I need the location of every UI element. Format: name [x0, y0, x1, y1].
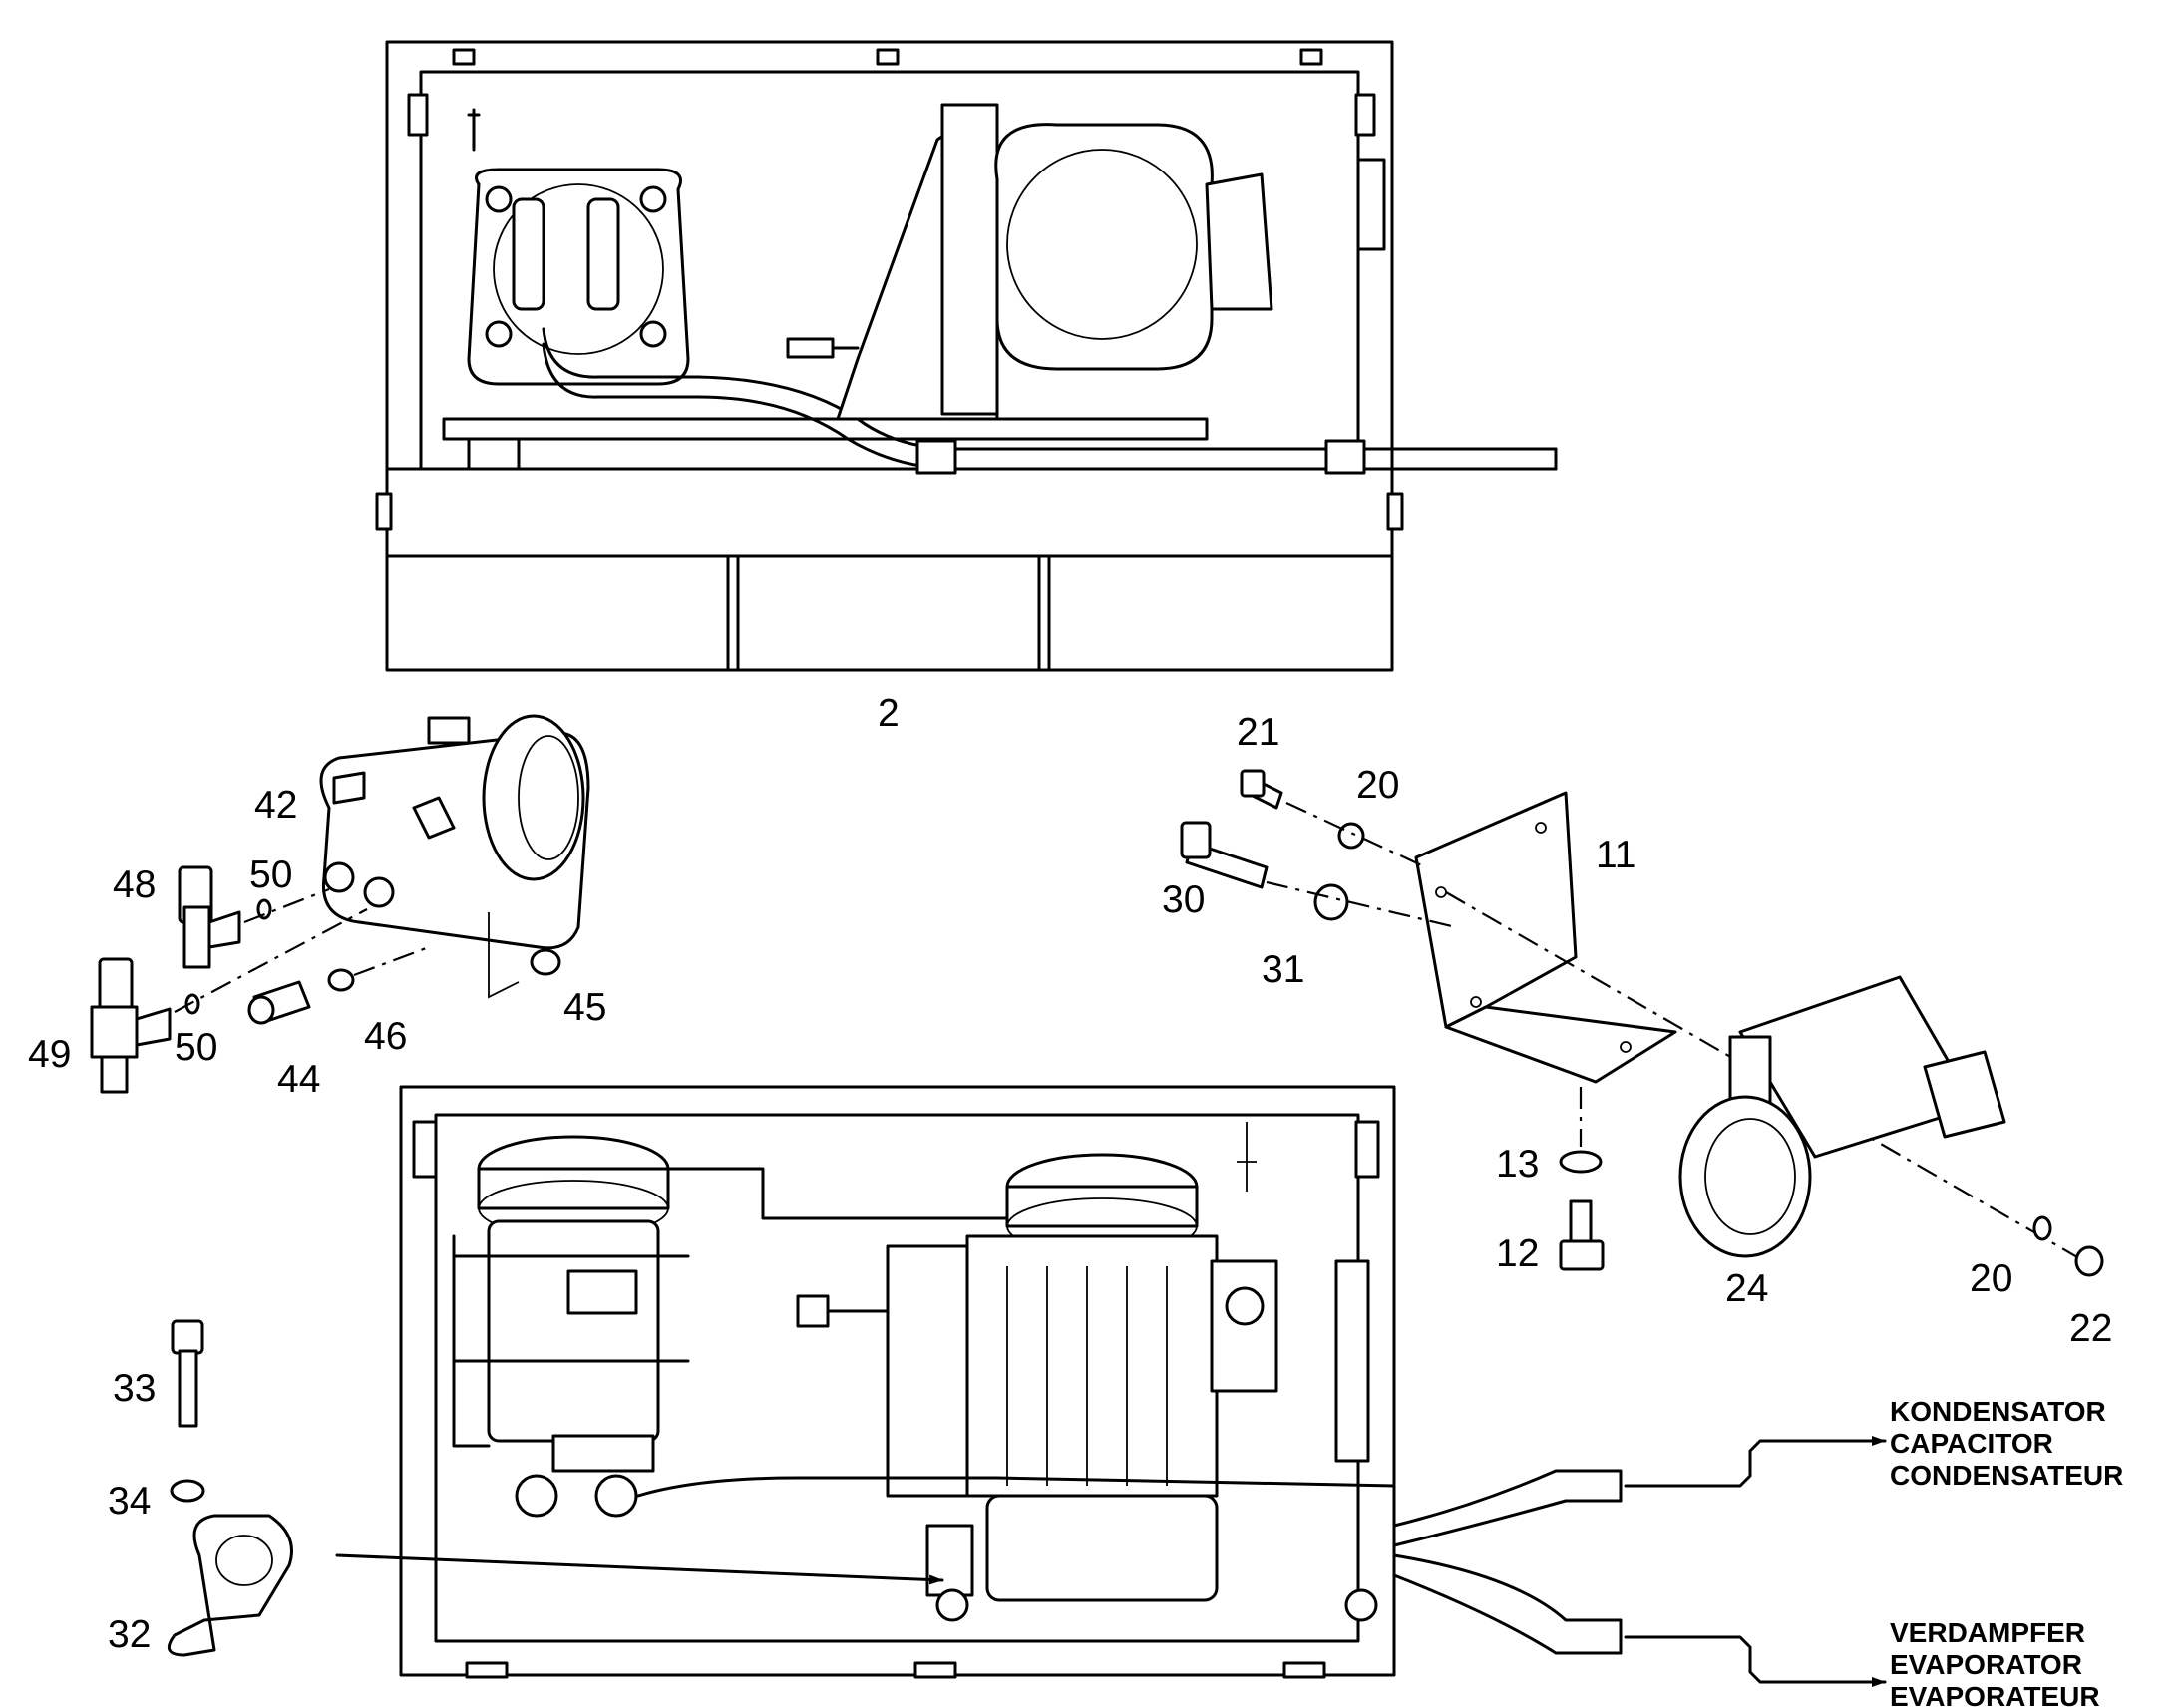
callout-20-b: 20 [1970, 1257, 2012, 1300]
top-unit-assembly [375, 40, 1558, 672]
condenser-label-en: CAPACITOR [1890, 1428, 2053, 1459]
callout-12: 12 [1496, 1232, 1539, 1275]
callout-24: 24 [1725, 1267, 1768, 1310]
callout-44: 44 [277, 1058, 320, 1101]
callout-45: 45 [563, 986, 606, 1029]
evaporator-arrow [1624, 1635, 1887, 1687]
callout-33: 33 [113, 1367, 156, 1410]
evaporator-label-fr: EVAPORATEUR [1890, 1681, 2100, 1708]
callout-42: 42 [254, 784, 297, 827]
callout-13: 13 [1496, 1143, 1539, 1186]
bottom-unit-assembly [399, 1085, 1623, 1679]
motor-bracket-exploded [1180, 769, 2104, 1277]
evaporator-label-en: EVAPORATOR [1890, 1649, 2082, 1680]
callout-31: 31 [1262, 948, 1304, 991]
condenser-arrow [1624, 1436, 1887, 1488]
callout-21: 21 [1237, 711, 1279, 754]
hose-clamp-hardware [167, 1319, 293, 1657]
callout-2: 2 [878, 692, 900, 735]
callout-11: 11 [1596, 834, 1636, 876]
callout-22: 22 [2069, 1307, 2112, 1350]
compressor-exploded [90, 714, 590, 1094]
condenser-label: KONDENSATOR CAPACITOR CONDENSATEUR [1890, 1396, 2123, 1491]
callout-34: 34 [108, 1480, 151, 1523]
condenser-label-de: KONDENSATOR [1890, 1396, 2106, 1427]
clamp-leader-arrow [335, 1553, 944, 1585]
evaporator-label-de: VERDAMPFER [1890, 1617, 2085, 1648]
callout-32: 32 [108, 1613, 151, 1656]
evaporator-label: VERDAMPFER EVAPORATOR EVAPORATEUR [1890, 1617, 2100, 1708]
callout-30: 30 [1162, 878, 1205, 921]
callout-48: 48 [113, 863, 156, 906]
callout-46: 46 [364, 1015, 407, 1058]
callout-50-a: 50 [249, 854, 292, 896]
condenser-label-fr: CONDENSATEUR [1890, 1460, 2123, 1491]
callout-20-a: 20 [1356, 764, 1399, 807]
callout-50-b: 50 [175, 1026, 217, 1069]
callout-49: 49 [28, 1033, 71, 1076]
callouts: 2 21 20 11 30 31 13 12 24 20 22 42 48 50… [28, 692, 2112, 1656]
